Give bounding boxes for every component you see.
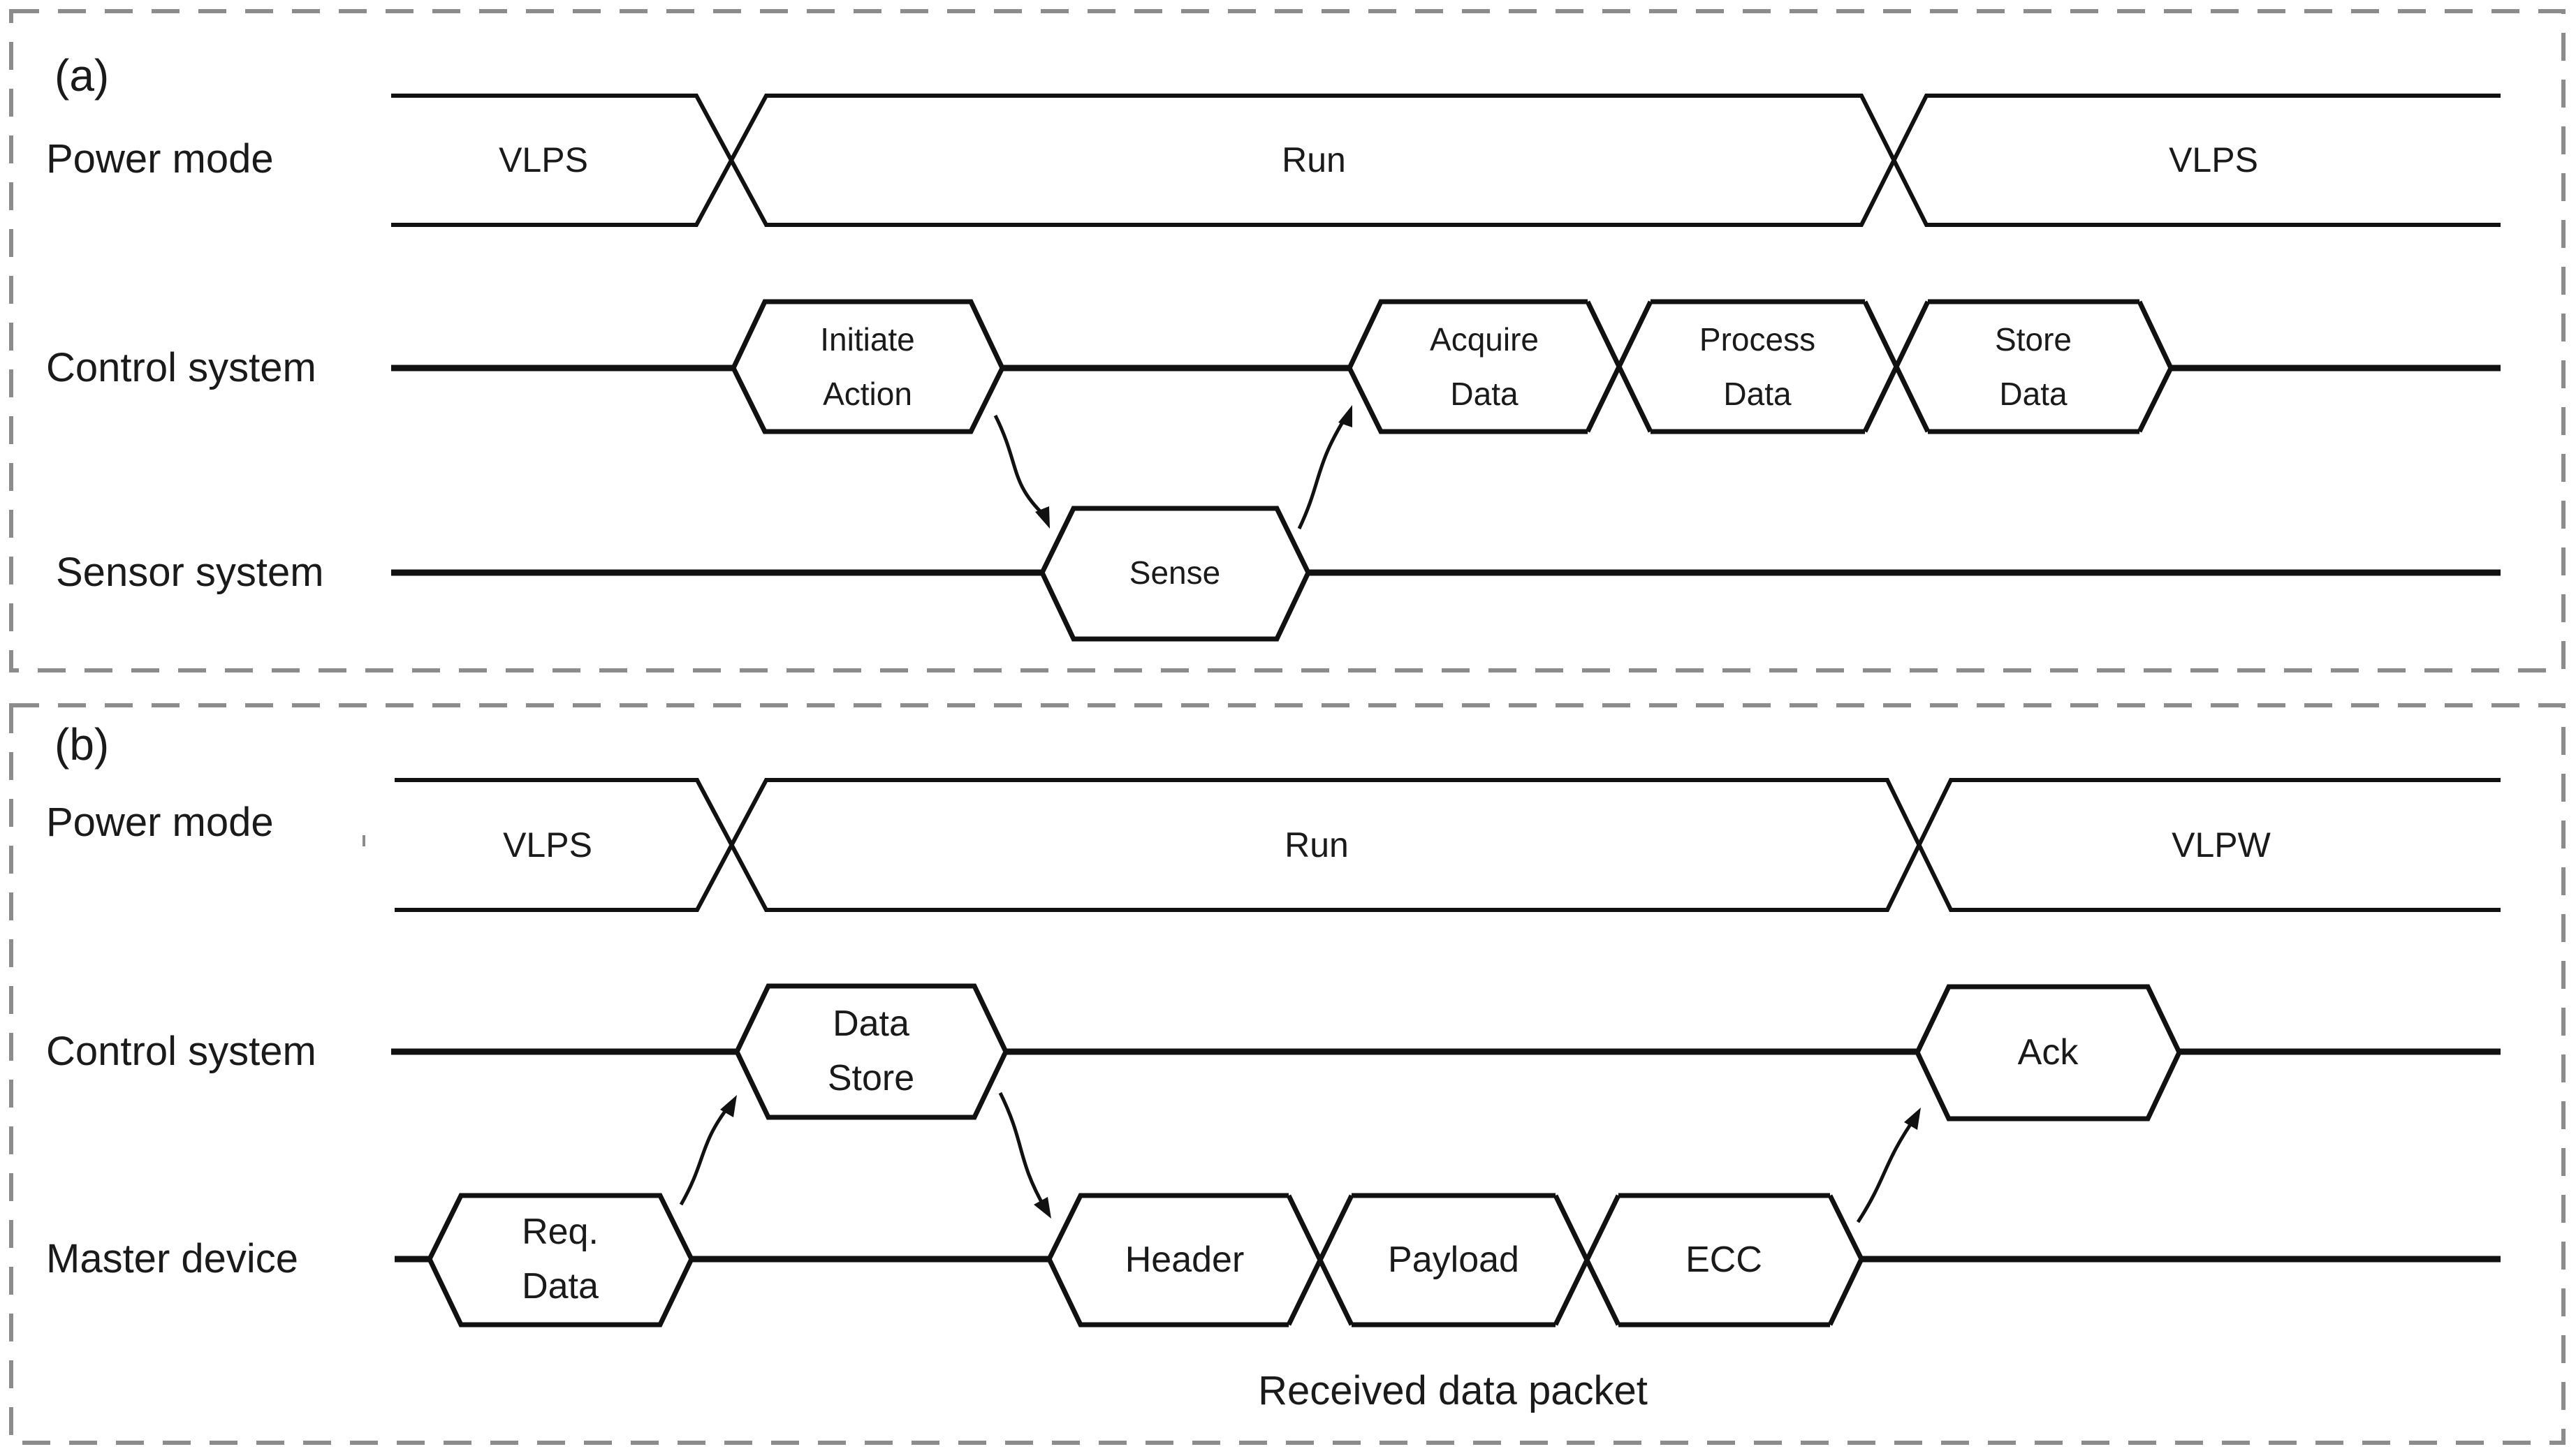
state-label-payload: Payload bbox=[1388, 1240, 1519, 1280]
hexagon-req-data bbox=[427, 1193, 694, 1328]
state-label-process-data: Process Data bbox=[1699, 321, 1816, 412]
panel-a-tag: (a) bbox=[54, 50, 110, 101]
state-label-ecc: ECC bbox=[1685, 1240, 1762, 1280]
state-label-acquire-data: Acquire Data bbox=[1430, 321, 1539, 412]
bus-a-state-vlps-1: VLPS bbox=[499, 140, 588, 179]
bus-a-state-run: Run bbox=[1282, 140, 1346, 179]
bus-b-power-mode bbox=[395, 778, 2501, 912]
hexagon-data-store bbox=[734, 983, 1009, 1120]
row-label-a-power-mode: Power mode bbox=[46, 135, 274, 182]
row-label-a-control-system: Control system bbox=[46, 344, 316, 390]
bus-b-state-vlpw: VLPW bbox=[2172, 825, 2271, 865]
panel-b-tag: (b) bbox=[54, 719, 110, 770]
bus-a-power-mode bbox=[391, 94, 2501, 227]
state-label-sense: Sense bbox=[1129, 554, 1221, 591]
hexagon-group-acquire-process-store bbox=[1347, 299, 2174, 434]
hexagon-ack bbox=[1915, 984, 2182, 1122]
row-label-b-power-mode: Power mode bbox=[46, 799, 274, 845]
state-label-header: Header bbox=[1125, 1240, 1245, 1280]
panel-b-border bbox=[9, 703, 2566, 1445]
arrow-initiate-to-sense bbox=[993, 414, 1050, 529]
bus-b-state-run: Run bbox=[1285, 825, 1349, 865]
state-label-ack: Ack bbox=[2017, 1032, 2079, 1073]
row-label-b-master-device: Master device bbox=[46, 1235, 299, 1281]
hexagon-initiate-action bbox=[731, 299, 1005, 434]
hexagon-group-header-payload-ecc bbox=[1046, 1193, 1864, 1328]
bus-a-state-vlps-2: VLPS bbox=[2169, 140, 2258, 179]
row-label-b-control-system: Control system bbox=[46, 1028, 316, 1074]
arrow-sense-to-acquire bbox=[1297, 405, 1352, 530]
caption-received-data-packet: Received data packet bbox=[1258, 1367, 1648, 1413]
state-label-store-data: Store Data bbox=[1995, 321, 2072, 412]
bus-b-state-vlps: VLPS bbox=[503, 825, 592, 865]
arrow-datastore-to-header bbox=[998, 1091, 1051, 1219]
hexagon-sense bbox=[1039, 506, 1311, 642]
state-label-req-data: Req. Data bbox=[522, 1212, 599, 1307]
state-label-data-store: Data Store bbox=[827, 1003, 915, 1098]
state-label-initiate-action: Initiate Action bbox=[820, 321, 915, 412]
panel-a-border bbox=[9, 9, 2566, 672]
row-label-a-sensor-system: Sensor system bbox=[56, 549, 324, 595]
arrow-ecc-to-ack bbox=[1856, 1108, 1921, 1223]
arrow-reqdata-to-datastore bbox=[679, 1095, 737, 1206]
